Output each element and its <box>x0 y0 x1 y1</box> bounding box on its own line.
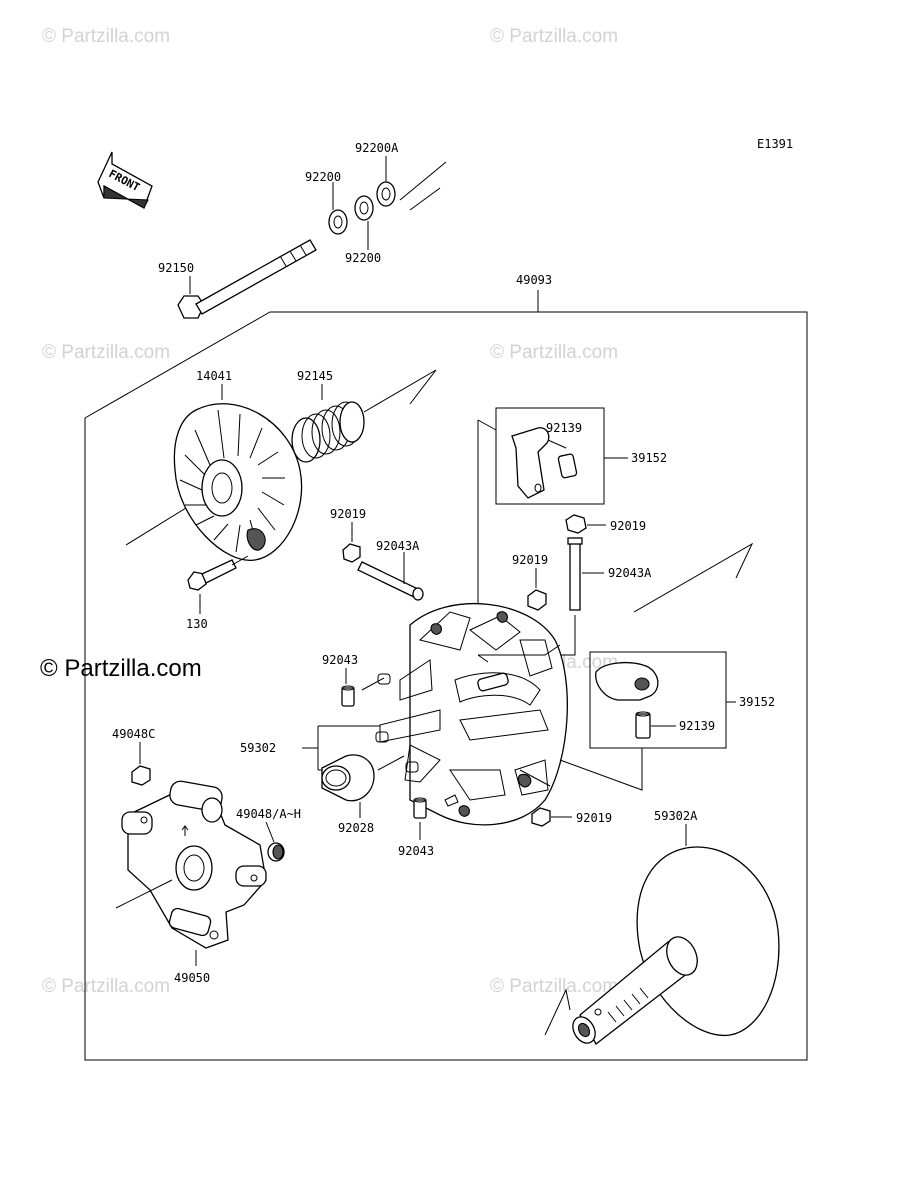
movable-sheave <box>173 403 303 561</box>
front-arrow: FRONT <box>97 151 153 209</box>
watermark: © Partzilla.com <box>42 342 170 363</box>
pin-bottom <box>413 797 427 819</box>
assembly-outline <box>84 311 808 1061</box>
nut-top-right <box>565 514 587 534</box>
part-label-sheave-fixed: 59302A <box>654 809 698 823</box>
part-label-pin-bottom: 92043 <box>398 844 434 858</box>
shaft-left <box>357 561 424 601</box>
screw <box>187 559 237 591</box>
part-label-bushing-group: 59302 <box>240 741 276 755</box>
watermark-main: © Partzilla.com <box>40 655 202 682</box>
part-label-sheave: 14041 <box>196 369 232 383</box>
spring <box>291 401 365 463</box>
part-label-weight-top: 39152 <box>631 451 667 465</box>
part-label-washer-top: 92200A <box>355 141 399 155</box>
part-label-weight-bottom-pin: 92139 <box>679 719 715 733</box>
part-label-cap-small: 49048/A~H <box>236 807 301 821</box>
fixed-sheave <box>572 846 780 1045</box>
spider <box>121 780 267 949</box>
part-label-pin-left: 92043 <box>322 653 358 667</box>
weight-bottom-box <box>589 651 727 749</box>
part-label-weight-bottom: 39152 <box>739 695 775 709</box>
watermark: © Partzilla.com <box>490 976 618 997</box>
part-label-screw: 130 <box>186 617 208 631</box>
part-label-weight-top-pin: 92139 <box>546 421 582 435</box>
bushing <box>321 754 375 802</box>
weight-top-box <box>495 407 605 505</box>
part-label-bolt: 92150 <box>158 261 194 275</box>
pin-left <box>341 685 355 707</box>
cap-nut <box>131 765 151 786</box>
cap-small <box>267 842 285 862</box>
assembly-label: 49093 <box>516 273 552 287</box>
part-label-bushing: 92028 <box>338 821 374 835</box>
clutch-housing <box>375 602 568 826</box>
part-label-washer-left: 92200 <box>305 170 341 184</box>
part-label-spider: 49050 <box>174 971 210 985</box>
diagram-code: E1391 <box>757 137 793 151</box>
watermark: © Partzilla.com <box>490 342 618 363</box>
watermark: © Partzilla.com <box>42 26 170 47</box>
weight-bottom <box>595 661 659 739</box>
part-label-spring: 92145 <box>297 369 333 383</box>
part-label-cap-nut: 49048C <box>112 727 155 741</box>
nut-left <box>342 543 361 563</box>
part-label-nut-left: 92019 <box>330 507 366 521</box>
part-label-shaft-right: 92043A <box>608 566 652 580</box>
weight-top <box>511 427 578 499</box>
bolt <box>177 239 317 319</box>
part-label-nut-top-right: 92019 <box>610 519 646 533</box>
watermarks: © Partzilla.com © Partzilla.com © Partzi… <box>40 26 618 997</box>
part-label-washer-bottom: 92200 <box>345 251 381 265</box>
part-label-shaft-left: 92043A <box>376 539 420 553</box>
watermark: © Partzilla.com <box>42 976 170 997</box>
washers <box>328 181 396 235</box>
nut-mid <box>527 589 547 611</box>
shaft-right <box>567 537 583 611</box>
part-label-nut-mid: 92019 <box>512 553 548 567</box>
nut-bottom <box>531 807 551 827</box>
watermark: © Partzilla.com <box>490 26 618 47</box>
part-label-nut-bottom: 92019 <box>576 811 612 825</box>
